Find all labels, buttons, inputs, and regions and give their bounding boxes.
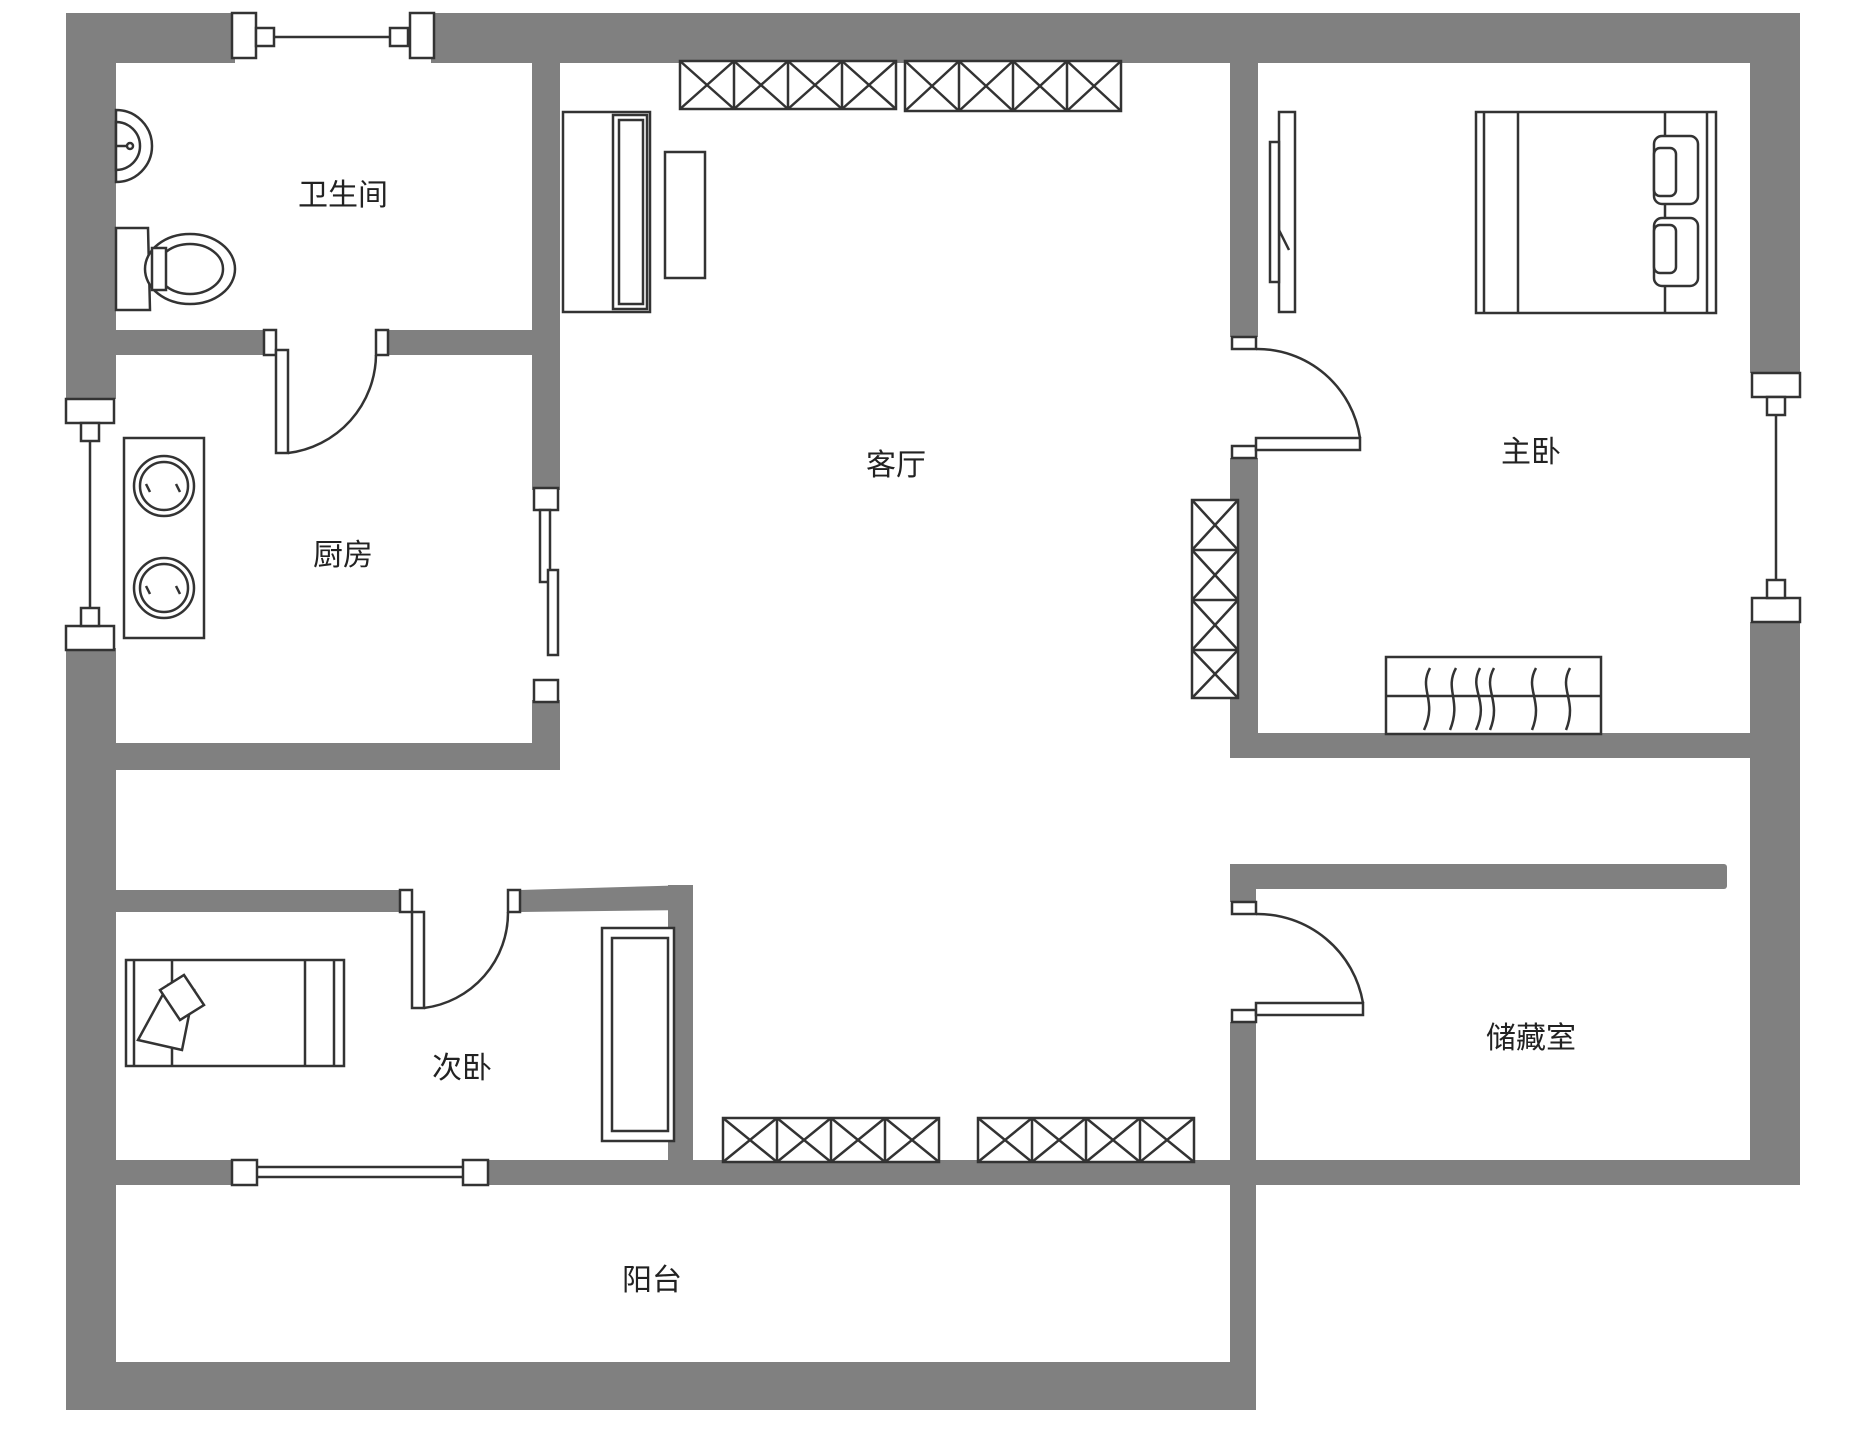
cabinet-bottom-right: [976, 1116, 1196, 1164]
wall-bath-bottom-left: [116, 330, 264, 355]
doors: [262, 328, 1365, 1024]
window-second-bed: [230, 1158, 490, 1187]
coffee-table: [663, 150, 707, 280]
wall-left-lower: [66, 648, 116, 1410]
fixtures: [114, 59, 1718, 1164]
label-second-bedroom: 次卧: [432, 1051, 492, 1086]
double-bed-icon: [1474, 110, 1718, 315]
door-second-bed: [398, 888, 522, 1010]
door-kitchen-living: [532, 486, 560, 704]
wall-bath-right: [532, 55, 560, 490]
door-storage: [1230, 900, 1365, 1024]
double-sink-icon: [122, 436, 206, 640]
wall-second-bed-top: [90, 890, 400, 912]
label-living-room: 客厅: [866, 448, 926, 483]
wall-second-bed-bottom-right: [488, 1160, 693, 1185]
cabinet-top-left: [678, 59, 898, 111]
label-storage-room: 储藏室: [1486, 1021, 1576, 1056]
walls: [66, 13, 1800, 1410]
wall-master-bottom: [1230, 733, 1800, 758]
cabinet-top-right: [903, 59, 1123, 113]
wall-second-bed-bottom-left: [116, 1160, 232, 1185]
label-bathroom: 卫生间: [298, 178, 388, 213]
label-kitchen: 厨房: [313, 538, 373, 573]
wardrobe-icon: [1384, 655, 1603, 736]
wall-master-left-upper: [1230, 55, 1258, 337]
cabinet-side: [1190, 498, 1240, 700]
cabinet-bottom-left: [721, 1116, 941, 1164]
single-bed-icon: [124, 958, 346, 1068]
door-kitchen-bath: [262, 328, 390, 455]
wall-storage-top: [1230, 864, 1727, 889]
room-labels: 卫生间 厨房 客厅 主卧 次卧 储藏室 阳台: [298, 178, 1576, 1298]
wall-kitchen-bottom: [90, 743, 560, 770]
wall-right-upper: [1750, 13, 1800, 373]
wall-second-bed-top-right: [520, 885, 693, 912]
wall-storage-left-lower: [1230, 1022, 1256, 1185]
wall-bottom-main: [66, 1362, 1256, 1410]
window-bathroom: [230, 11, 436, 60]
label-balcony: 阳台: [622, 1263, 682, 1298]
tv-icon: [1268, 110, 1297, 314]
bath-sink-icon: [114, 108, 154, 184]
wall-top-mid: [431, 13, 1800, 63]
door-master: [1230, 335, 1362, 460]
sofa-icon: [561, 110, 652, 314]
desk-icon: [600, 926, 676, 1143]
window-master: [1750, 371, 1802, 624]
wall-right-lower: [1750, 622, 1800, 1183]
wall-left-upper: [66, 13, 116, 399]
wall-storage-left-upper: [1230, 864, 1256, 902]
windows: [64, 11, 1802, 1187]
window-kitchen: [64, 397, 116, 652]
wall-bath-bottom-right: [388, 330, 560, 355]
wall-balcony-right: [1230, 1160, 1256, 1410]
label-master-bedroom: 主卧: [1501, 435, 1561, 470]
toilet-icon: [114, 226, 237, 312]
